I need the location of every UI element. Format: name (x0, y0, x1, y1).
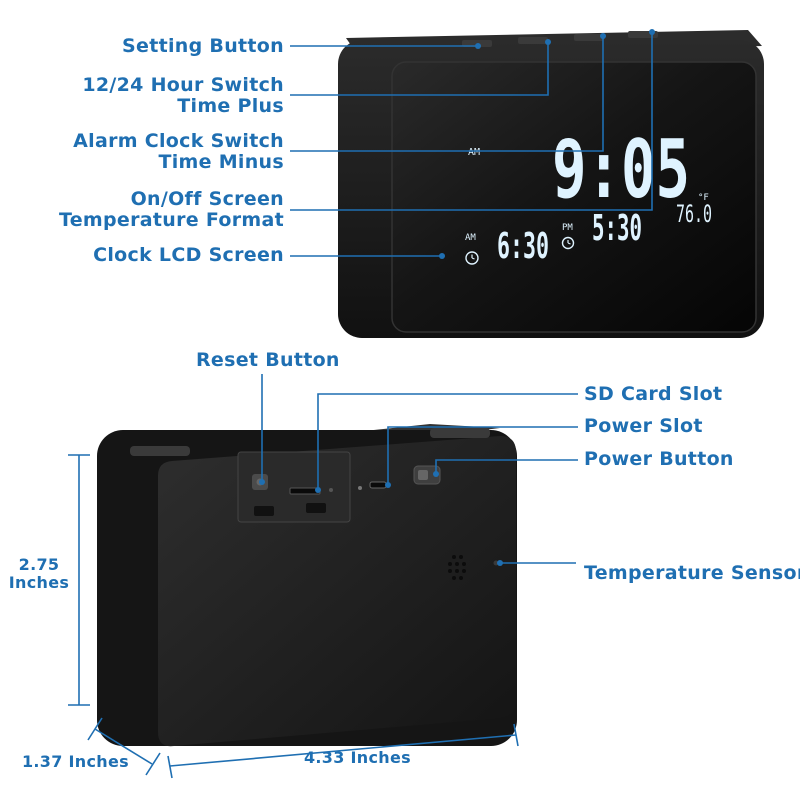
label-power-slot-text: Power Slot (584, 415, 703, 437)
alarm-switch-button[interactable] (574, 34, 604, 41)
leader-sd (317, 393, 578, 490)
label-onoff-screen: On/Off Screen Temperature Format (59, 189, 284, 231)
leader-power-slot (387, 426, 578, 485)
label-sd-card-slot: SD Card Slot (584, 384, 722, 405)
leader-hour-switch (290, 42, 549, 96)
label-power-button: Power Button (584, 449, 734, 470)
alarm1-bell-icon (465, 251, 479, 265)
label-onoff-line2: Temperature Format (58, 209, 284, 231)
label-width: 4.33 Inches (304, 747, 411, 768)
label-depth-text: 1.37 Inches (22, 752, 129, 771)
main-time: 9:05 (552, 123, 690, 216)
label-height: 2.75 Inches (6, 556, 72, 592)
clock-glass-face (391, 61, 757, 333)
back-leader-lines (261, 374, 578, 564)
label-alarm-line2: Time Minus (158, 151, 284, 173)
leader-alarm (290, 36, 604, 152)
label-lcd-screen: Clock LCD Screen (93, 245, 284, 266)
alarm2-time: 5:30 (592, 208, 642, 249)
indicator-dot (358, 486, 362, 490)
label-power-slot: Power Slot (584, 416, 703, 437)
label-reset-button: Reset Button (196, 350, 340, 371)
label-hour-switch: 12/24 Hour Switch Time Plus (82, 75, 284, 117)
power-slot[interactable] (369, 481, 387, 489)
depth-dimension (94, 728, 153, 765)
label-setting-button: Setting Button (122, 36, 284, 57)
front-clock: AM 9:05 °F 76.0 AM 6:30 PM 5:30 (338, 30, 764, 338)
label-setting-text: Setting Button (122, 35, 284, 57)
label-hour-switch-line2: Time Plus (177, 95, 284, 117)
leader-onoff (290, 32, 653, 211)
label-alarm-switch: Alarm Clock Switch Time Minus (73, 131, 284, 173)
temp-unit: °F (698, 193, 709, 203)
temperature-sensor (493, 560, 499, 566)
alarm2-bell-icon (561, 236, 575, 250)
hour-switch-button[interactable] (518, 37, 548, 44)
label-onoff-line1: On/Off Screen (130, 188, 284, 210)
label-temperature-sensor: Temperature Sensor (584, 563, 800, 584)
label-alarm-line1: Alarm Clock Switch (73, 130, 284, 152)
back-leader-dots (259, 471, 503, 566)
label-depth: 1.37 Inches (22, 751, 129, 772)
label-width-text: 4.33 Inches (304, 748, 411, 767)
label-sd-text: SD Card Slot (584, 383, 723, 405)
speaker-grille (448, 555, 466, 580)
alarm2-ampm: PM (562, 223, 573, 233)
label-temp-sensor-text: Temperature Sensor (584, 562, 800, 584)
front-leader-lines (290, 32, 653, 257)
alarm1-time: 6:30 (497, 226, 549, 267)
width-dimension (169, 734, 517, 767)
label-power-button-text: Power Button (584, 448, 734, 470)
label-hour-switch-line1: 12/24 Hour Switch (82, 74, 284, 96)
temperature-reading: 76.0 (676, 200, 712, 228)
back-view (97, 424, 517, 747)
leader-power-button (435, 459, 578, 474)
front-leader-dots (439, 29, 655, 259)
alarm1-ampm: AM (465, 233, 476, 243)
main-ampm: AM (468, 147, 480, 158)
label-height-value: 2.75 (18, 555, 60, 574)
label-reset-text: Reset Button (196, 349, 340, 371)
label-lcd-text: Clock LCD Screen (93, 244, 284, 266)
dimension-lines (68, 454, 519, 779)
label-height-unit: Inches (8, 573, 70, 592)
